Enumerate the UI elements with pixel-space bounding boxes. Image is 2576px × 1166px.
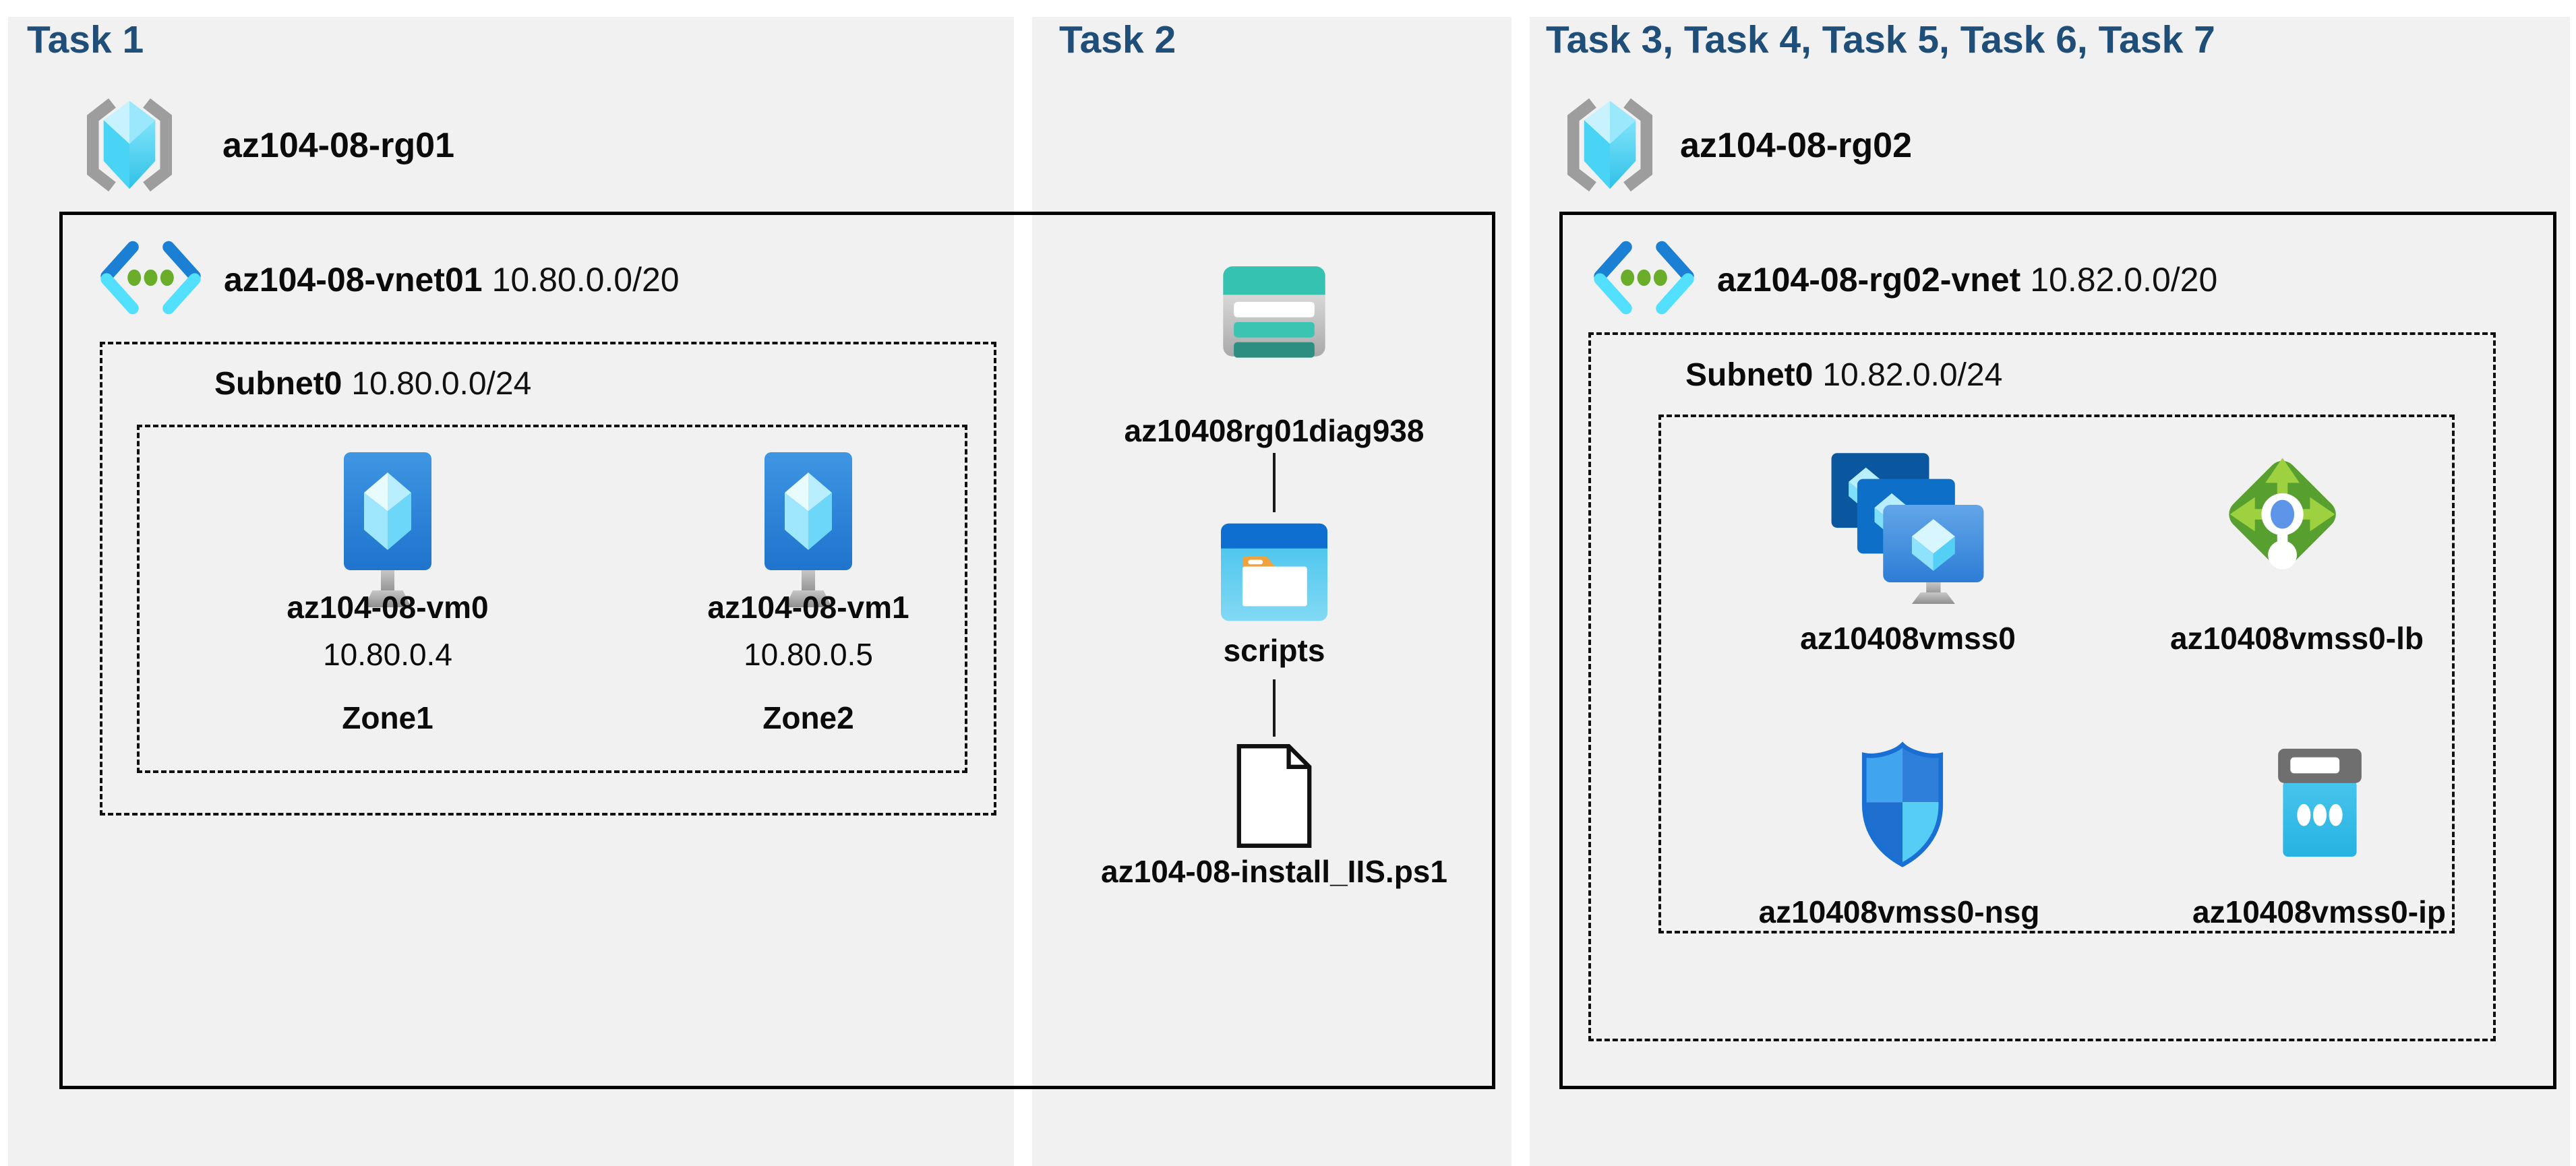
vnet-name: az104-08-rg02-vnet <box>1717 261 2021 299</box>
public-ip-icon <box>2278 748 2362 857</box>
vm-zone: Zone2 <box>762 700 854 735</box>
subnet-name: Subnet0 <box>214 366 342 402</box>
virtual-network-icon <box>1594 241 1694 315</box>
resource-group-icon <box>86 98 173 192</box>
vm-name: az104-08-vm1 <box>707 590 909 625</box>
vm-name: az104-08-vm0 <box>287 590 489 625</box>
storage-account-icon <box>1223 266 1325 358</box>
nsg-icon <box>1861 741 1944 867</box>
vnet-name: az104-08-vnet01 <box>224 261 483 299</box>
subnet-name: Subnet0 <box>1685 357 1814 393</box>
task1-heading: Task 1 <box>27 18 144 61</box>
vmss-name: az10408vmss0 <box>1800 621 2016 656</box>
load-balancer-icon <box>2229 458 2336 570</box>
connector-line <box>1273 679 1276 737</box>
public-ip-name: az10408vmss0-ip <box>2192 894 2446 929</box>
folder-name: scripts <box>1223 633 1325 668</box>
vm-zone: Zone1 <box>342 700 433 735</box>
connector-line <box>1273 453 1276 512</box>
vmss-resources-box <box>1658 415 2455 933</box>
file-name: az104-08-install_IIS.ps1 <box>1101 854 1447 889</box>
virtual-network-icon <box>100 241 201 315</box>
vmss-icon <box>1831 453 1984 604</box>
vm-icon <box>765 452 852 607</box>
vnet01-box <box>59 212 1495 1089</box>
vm-ip: 10.80.0.5 <box>744 637 873 672</box>
subnet-cidr: 10.82.0.0/24 <box>1822 357 2003 393</box>
storage-account-name: az10408rg01diag938 <box>1124 413 1425 448</box>
vm-ip: 10.80.0.4 <box>323 637 452 672</box>
vnet-cidr: 10.82.0.0/20 <box>2030 261 2218 299</box>
vnet-cidr: 10.80.0.0/20 <box>491 261 680 299</box>
rg02-vnet-box <box>1559 212 2556 1089</box>
nsg-name: az10408vmss0-nsg <box>1758 894 2040 929</box>
subnet-cidr: 10.80.0.0/24 <box>351 366 532 402</box>
file-icon <box>1236 744 1312 848</box>
subnet0-box <box>1588 332 2496 1041</box>
task1-panel <box>8 17 1014 1166</box>
resource-group-name: az104-08-rg01 <box>222 126 454 165</box>
folder-icon <box>1221 523 1327 621</box>
task3-panel <box>1530 17 2570 1166</box>
subnet0-box <box>100 342 996 816</box>
resource-group-icon <box>1567 98 1653 192</box>
resource-group-name: az104-08-rg02 <box>1680 126 1912 165</box>
task3-heading: Task 3, Task 4, Task 5, Task 6, Task 7 <box>1546 18 2215 61</box>
zones-box <box>137 425 967 773</box>
lb-name: az10408vmss0-lb <box>2170 621 2424 656</box>
vm-icon <box>344 452 431 607</box>
task2-heading: Task 2 <box>1059 18 1176 61</box>
